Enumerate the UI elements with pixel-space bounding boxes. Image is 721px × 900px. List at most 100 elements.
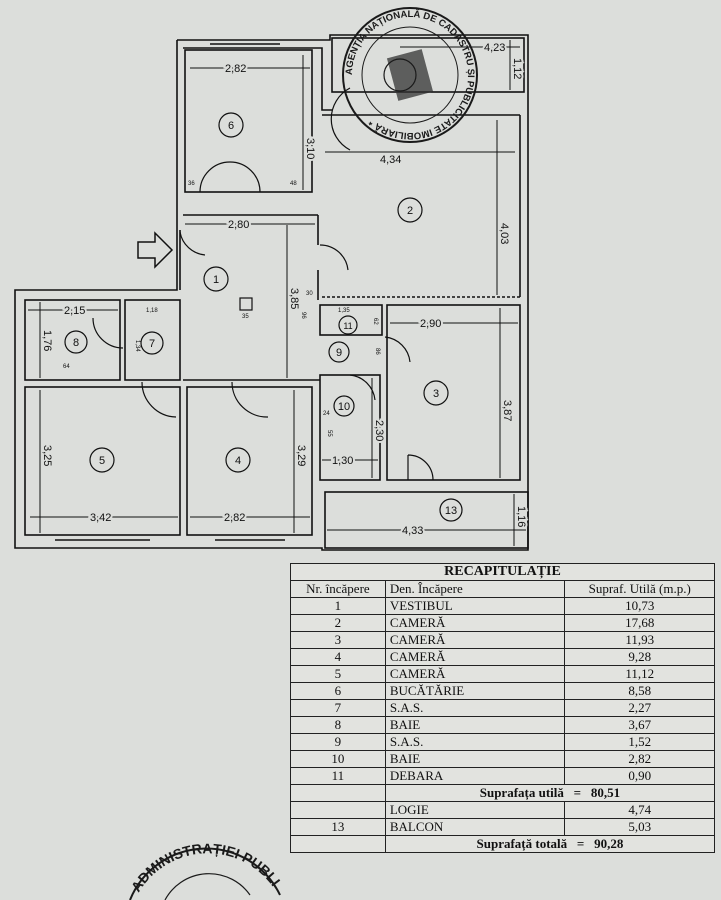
dim-small-36: 36	[188, 181, 195, 187]
eq-sign: =	[573, 785, 582, 800]
room-name: CAMERĂ	[384, 648, 566, 666]
useful-value: 80,51	[590, 785, 621, 800]
room-name: S.A.S.	[384, 733, 566, 751]
dim-kitchen-h: 3,10	[304, 138, 316, 159]
room-area: 3,67	[564, 716, 715, 734]
room-label-9: 9	[336, 347, 342, 359]
floor-plan: 1 2 3 4 5 6 7 8 9 10 11 13 2,82 3,10 4,2…	[14, 34, 529, 551]
room-number: 13	[290, 818, 386, 836]
dim-r3-h: 3,87	[501, 400, 513, 421]
room-markers	[64, 112, 463, 522]
room-label-5: 5	[99, 455, 105, 467]
header-nr: Nr. încăpere	[290, 580, 386, 598]
room-label-2: 2	[407, 205, 413, 217]
dim-small-30: 30	[306, 291, 313, 297]
total-value: 90,28	[594, 836, 624, 851]
dim-r4-w: 2,82	[224, 512, 245, 524]
room-area: 2,27	[564, 699, 715, 717]
dim-r8-h: 1,76	[41, 330, 53, 351]
dim-small-48: 48	[290, 181, 297, 187]
room-label-13: 13	[445, 505, 457, 517]
room-number: 3	[290, 631, 386, 649]
dimension-lines	[28, 40, 526, 546]
entry-arrow-icon	[137, 231, 174, 269]
room-label-7: 7	[149, 338, 155, 350]
room-name: BUCĂTĂRIE	[384, 682, 566, 700]
room-area: 11,93	[564, 631, 715, 649]
doors	[92, 87, 434, 481]
dim-r8-w: 2,15	[64, 305, 85, 317]
dim-kitchen-w: 2,82	[225, 63, 246, 75]
room-label-1: 1	[213, 274, 219, 286]
dim-r10-w: 1,30	[332, 455, 353, 467]
dim-hall-h: 3,85	[288, 288, 300, 309]
room-label-3: 3	[433, 388, 439, 400]
room-name: LOGIE	[384, 801, 566, 819]
room-name: BAIE	[384, 716, 566, 734]
useful-label: Suprafața utilă	[479, 785, 564, 800]
room-number: 9	[290, 733, 386, 751]
room-area: 10,73	[564, 597, 715, 615]
recap-table: RECAPITULAȚIE Nr. încăpere Den. Încăpere…	[290, 563, 716, 853]
dim-logie-h: 1,12	[511, 58, 523, 79]
dim-hall-w: 2,80	[228, 219, 249, 231]
dim-r7-h: 1,34	[134, 340, 140, 352]
room-area: 0,90	[564, 767, 715, 785]
authorization-stamp: ADMINISTRAȚIEI PUBLI	[128, 840, 284, 900]
room-area: 8,58	[564, 682, 715, 700]
room-area: 17,68	[564, 614, 715, 632]
dim-r7-w: 1,18	[146, 308, 158, 314]
dim-r2-h: 4,03	[498, 223, 510, 244]
room-label-6: 6	[228, 120, 234, 132]
room-number: 8	[290, 716, 386, 734]
room-area: 4,74	[564, 801, 715, 819]
cadastre-stamp: AGENȚIA NAȚIONALĂ DE CADASTRU ȘI PUBLICI…	[342, 7, 478, 143]
room-number	[290, 801, 386, 819]
grand-total-row: Suprafață totală = 90,28	[290, 835, 716, 853]
room-number: 5	[290, 665, 386, 683]
recap-title: RECAPITULAȚIE	[290, 563, 715, 581]
dimension-labels: 2,82 3,10 4,23 1,12 4,34 4,03 2,80 3,85 …	[39, 40, 529, 539]
room-area: 2,82	[564, 750, 715, 768]
header-area: Supraf. Utilă (m.p.)	[564, 580, 715, 598]
dim-r4-h: 3,29	[295, 445, 307, 466]
room-number: 10	[290, 750, 386, 768]
room-number: 6	[290, 682, 386, 700]
dim-r5-h: 3,25	[41, 445, 53, 466]
dim-small-35: 35	[242, 314, 249, 320]
room-name: VESTIBUL	[384, 597, 566, 615]
room-name: BAIE	[384, 750, 566, 768]
eq-sign: =	[576, 836, 585, 851]
room-label-4: 4	[235, 455, 241, 467]
dim-logie-w: 4,23	[484, 42, 505, 54]
dim-small-86: 86	[374, 348, 380, 355]
room-number: 11	[290, 767, 386, 785]
dim-r3-w: 2,90	[420, 318, 441, 330]
room-number: 2	[290, 614, 386, 632]
dim-r5-w: 3,42	[90, 512, 111, 524]
room-area: 11,12	[564, 665, 715, 683]
room-name: DEBARA	[384, 767, 566, 785]
room-area: 5,03	[564, 818, 715, 836]
useful-total-row: Suprafața utilă = 80,51	[290, 784, 716, 802]
room-area: 1,52	[564, 733, 715, 751]
dim-small-64: 64	[63, 364, 70, 370]
dim-r2-w: 4,34	[380, 154, 401, 166]
room-area: 9,28	[564, 648, 715, 666]
room-name: CAMERĂ	[384, 665, 566, 683]
dim-r13-w: 4,33	[402, 525, 423, 537]
